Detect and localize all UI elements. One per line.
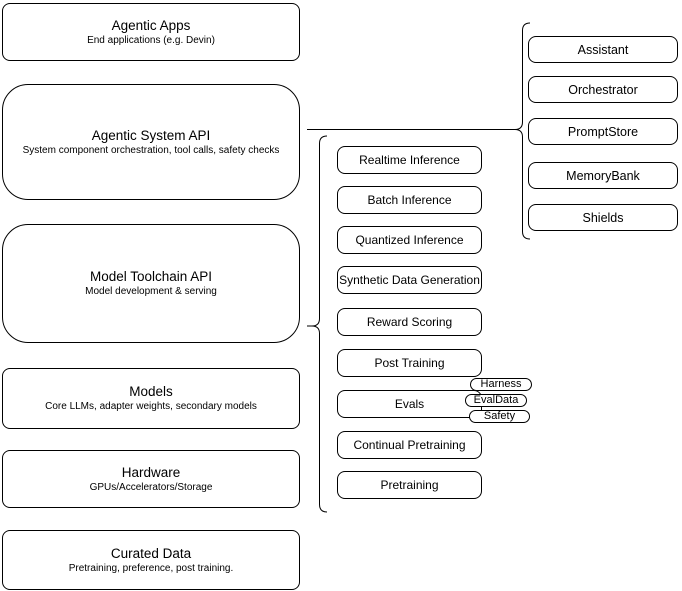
box-agentic-system-api-title: Agentic System API [91,127,211,143]
box-hardware-title: Hardware [121,464,181,480]
box-models-title: Models [129,384,173,399]
node-batch-inference: Batch Inference [337,186,482,214]
box-model-toolchain-api: Model Toolchain API Model development & … [2,224,300,343]
node-memorybank: MemoryBank [528,162,678,189]
tag-harness: Harness [470,378,532,391]
box-curated-data-subtitle: Pretraining, preference, post training. [68,562,234,574]
box-models: Models Core LLMs, adapter weights, secon… [2,368,300,429]
tag-safety: Safety [469,410,530,423]
node-post-training: Post Training [337,349,482,377]
node-reward-scoring: Reward Scoring [337,308,482,336]
box-agentic-system-api: Agentic System API System component orch… [2,84,300,200]
box-hardware: Hardware GPUs/Accelerators/Storage [2,450,300,508]
box-curated-data-title: Curated Data [110,545,192,561]
node-evals: Evals [337,390,482,418]
box-agentic-apps-title: Agentic Apps [111,17,191,33]
node-shields: Shields [528,204,678,231]
box-model-toolchain-api-title: Model Toolchain API [89,269,213,284]
box-model-toolchain-api-subtitle: Model development & serving [85,286,217,297]
box-models-subtitle: Core LLMs, adapter weights, secondary mo… [45,401,257,412]
tag-evaldata: EvalData [465,394,527,407]
brace-toolchain-services [307,135,328,513]
box-hardware-subtitle: GPUs/Accelerators/Storage [89,481,213,493]
node-synthetic-data-generation: Synthetic Data Generation [337,266,482,294]
box-curated-data: Curated Data Pretraining, preference, po… [2,530,300,590]
box-agentic-apps: Agentic Apps End applications (e.g. Devi… [2,3,300,61]
box-agentic-system-api-subtitle: System component orchestration, tool cal… [22,144,280,156]
node-realtime-inference: Realtime Inference [337,146,482,174]
node-pretraining: Pretraining [337,471,482,499]
node-promptstore: PromptStore [528,118,678,145]
node-orchestrator: Orchestrator [528,76,678,103]
node-assistant: Assistant [528,36,678,63]
node-quantized-inference: Quantized Inference [337,226,482,254]
node-continual-pretraining: Continual Pretraining [337,431,482,459]
box-agentic-apps-subtitle: End applications (e.g. Devin) [87,34,215,46]
